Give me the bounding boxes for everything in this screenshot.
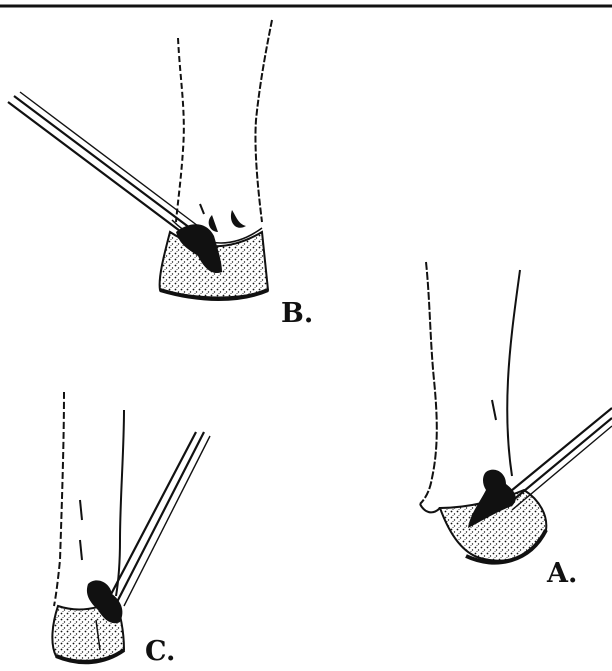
hoof-diagram-c (52, 392, 210, 662)
figure-label-b: B. (281, 300, 313, 327)
hoof-diagram-a (420, 262, 612, 563)
figure-label-a: A. (547, 560, 577, 587)
hoof-diagram-b (8, 20, 272, 299)
leg-b-outline (176, 38, 184, 222)
leg-a-outline (420, 262, 437, 504)
figure-label-c: C. (145, 638, 175, 665)
leg-a-outline-right (507, 270, 520, 476)
leg-b-outline-right (255, 20, 272, 222)
leg-c-outline (54, 392, 64, 606)
leg-c-outline-right (116, 410, 124, 596)
